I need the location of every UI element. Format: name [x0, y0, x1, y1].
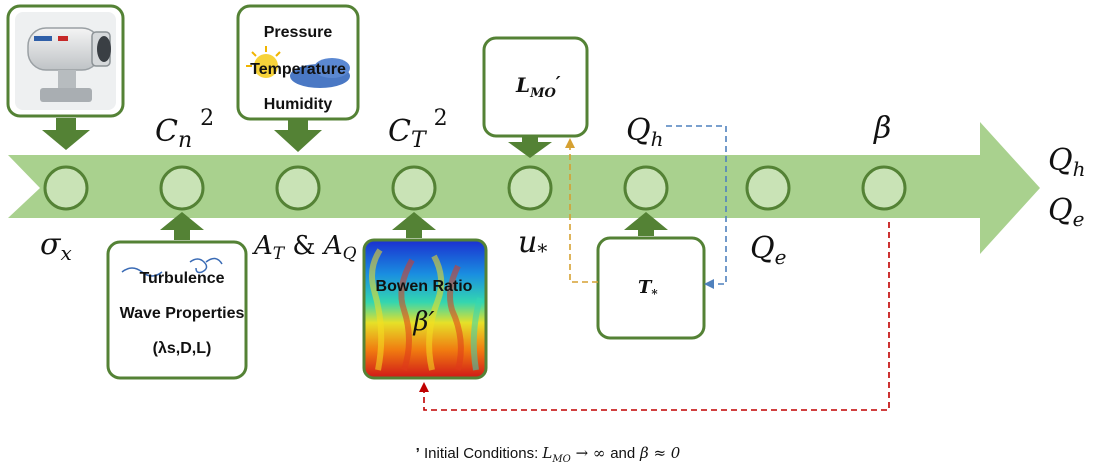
label-at-aq: AT & AQ	[252, 231, 357, 264]
label-u-star: u*	[518, 225, 547, 263]
met-humidity: Humidity	[264, 96, 333, 113]
ct2-sub: T	[411, 128, 428, 153]
orange-arrowhead	[565, 138, 575, 148]
scintillometer-box	[6, 4, 125, 118]
bowen-ratio-box: Bowen Ratio β′	[362, 238, 488, 380]
bowen-ratio-title: Bowen Ratio	[376, 278, 473, 295]
node-qh	[623, 165, 669, 211]
up-arrow-qh	[624, 212, 668, 236]
node-cn2	[159, 165, 205, 211]
ustar-sub: *	[537, 239, 547, 263]
tstar-label: T*	[638, 277, 658, 301]
at-base: A	[252, 231, 273, 261]
node-circles	[43, 165, 907, 211]
footnote-lmo: L	[542, 444, 553, 462]
qe-base: Q	[750, 231, 775, 266]
turbulence-label: Turbulence	[139, 270, 224, 287]
red-arrowhead	[419, 382, 429, 392]
footnote-text: Initial Conditions:	[424, 445, 539, 462]
ct2-sup: 2	[434, 106, 448, 131]
qh-base: Q	[626, 113, 651, 148]
met-temperature: Temperature	[250, 61, 346, 78]
label-cn2: Cn2	[155, 106, 214, 153]
up-arrow-cn2	[160, 212, 204, 240]
lmo-sub: MO	[529, 86, 556, 101]
up-arrow-ct2	[392, 212, 436, 238]
tstar-base: T	[638, 277, 653, 298]
bowen-ratio-symbol: β′	[413, 307, 435, 337]
cn2-sup: 2	[200, 106, 214, 131]
label-beta: β	[873, 111, 891, 146]
turbulence-box: Turbulence Wave Properties (λs,D,L)	[106, 240, 248, 380]
out-qh-sub: h	[1073, 157, 1086, 181]
blue-arrowhead	[704, 279, 714, 289]
output-qe: Qe	[1048, 193, 1084, 231]
weather-icon	[246, 46, 350, 88]
node-beta	[861, 165, 907, 211]
tstar-box: T*	[596, 236, 706, 340]
sigma-base: σ	[40, 227, 62, 262]
footnote-lmo-sub: MO	[552, 454, 571, 465]
qe-sub: e	[775, 245, 787, 269]
node-u-star	[507, 165, 553, 211]
blue-dashed-link	[666, 125, 727, 285]
out-qe-sub: e	[1073, 207, 1085, 231]
out-qe-base: Q	[1048, 193, 1073, 228]
tstar-sub: *	[651, 287, 658, 301]
qh-sub: h	[651, 127, 664, 151]
aq-sub: Q	[343, 244, 357, 264]
scintillometer-image	[15, 12, 116, 110]
initial-conditions-footnote: ’ Initial Conditions: LMO → ∞ and β ≈ 0	[0, 444, 1096, 465]
cn2-sub: n	[178, 128, 192, 153]
wave-icon	[121, 257, 223, 277]
at-sub: T	[273, 244, 286, 264]
down-arrow-sigma	[42, 118, 90, 150]
output-qh: Qh	[1048, 143, 1086, 181]
footnote-and: and	[610, 445, 636, 462]
label-ct2: CT2	[388, 106, 448, 153]
label-qe: Qe	[750, 231, 786, 269]
node-ct2	[391, 165, 437, 211]
cn2-base: C	[155, 114, 178, 149]
footnote-expr1: → ∞	[570, 444, 611, 462]
lmo-label: LMO′	[515, 73, 561, 101]
out-qh-base: Q	[1048, 143, 1073, 178]
met-pressure: Pressure	[264, 24, 333, 41]
lmo-box: LMO′	[482, 36, 589, 138]
label-qh: Qh	[626, 113, 664, 151]
wave-properties-label: Wave Properties	[120, 305, 245, 322]
aq-base: A	[322, 231, 343, 261]
footnote-beta-expr: β ≈ 0	[635, 444, 681, 462]
flame-texture	[369, 248, 483, 371]
ct2-base: C	[388, 114, 411, 149]
sigma-sub: x	[60, 241, 71, 265]
lmo-prime: ′	[556, 73, 561, 94]
wave-parameters-label: (λs,D,L)	[153, 340, 212, 357]
label-sigma-x: σx	[40, 227, 72, 265]
footnote-mark: ’	[415, 445, 420, 462]
node-at-aq	[275, 165, 321, 211]
red-dashed-link	[423, 222, 890, 411]
at-aq-amp: &	[284, 231, 324, 261]
down-arrow-lmo	[508, 137, 552, 158]
down-arrow-met	[274, 120, 322, 152]
ustar-base: u	[518, 225, 537, 260]
node-sigma-x	[43, 165, 89, 211]
lmo-base: L	[515, 73, 530, 97]
met-box: Pressure Temperature Humidity	[236, 4, 360, 121]
node-qe	[745, 165, 791, 211]
